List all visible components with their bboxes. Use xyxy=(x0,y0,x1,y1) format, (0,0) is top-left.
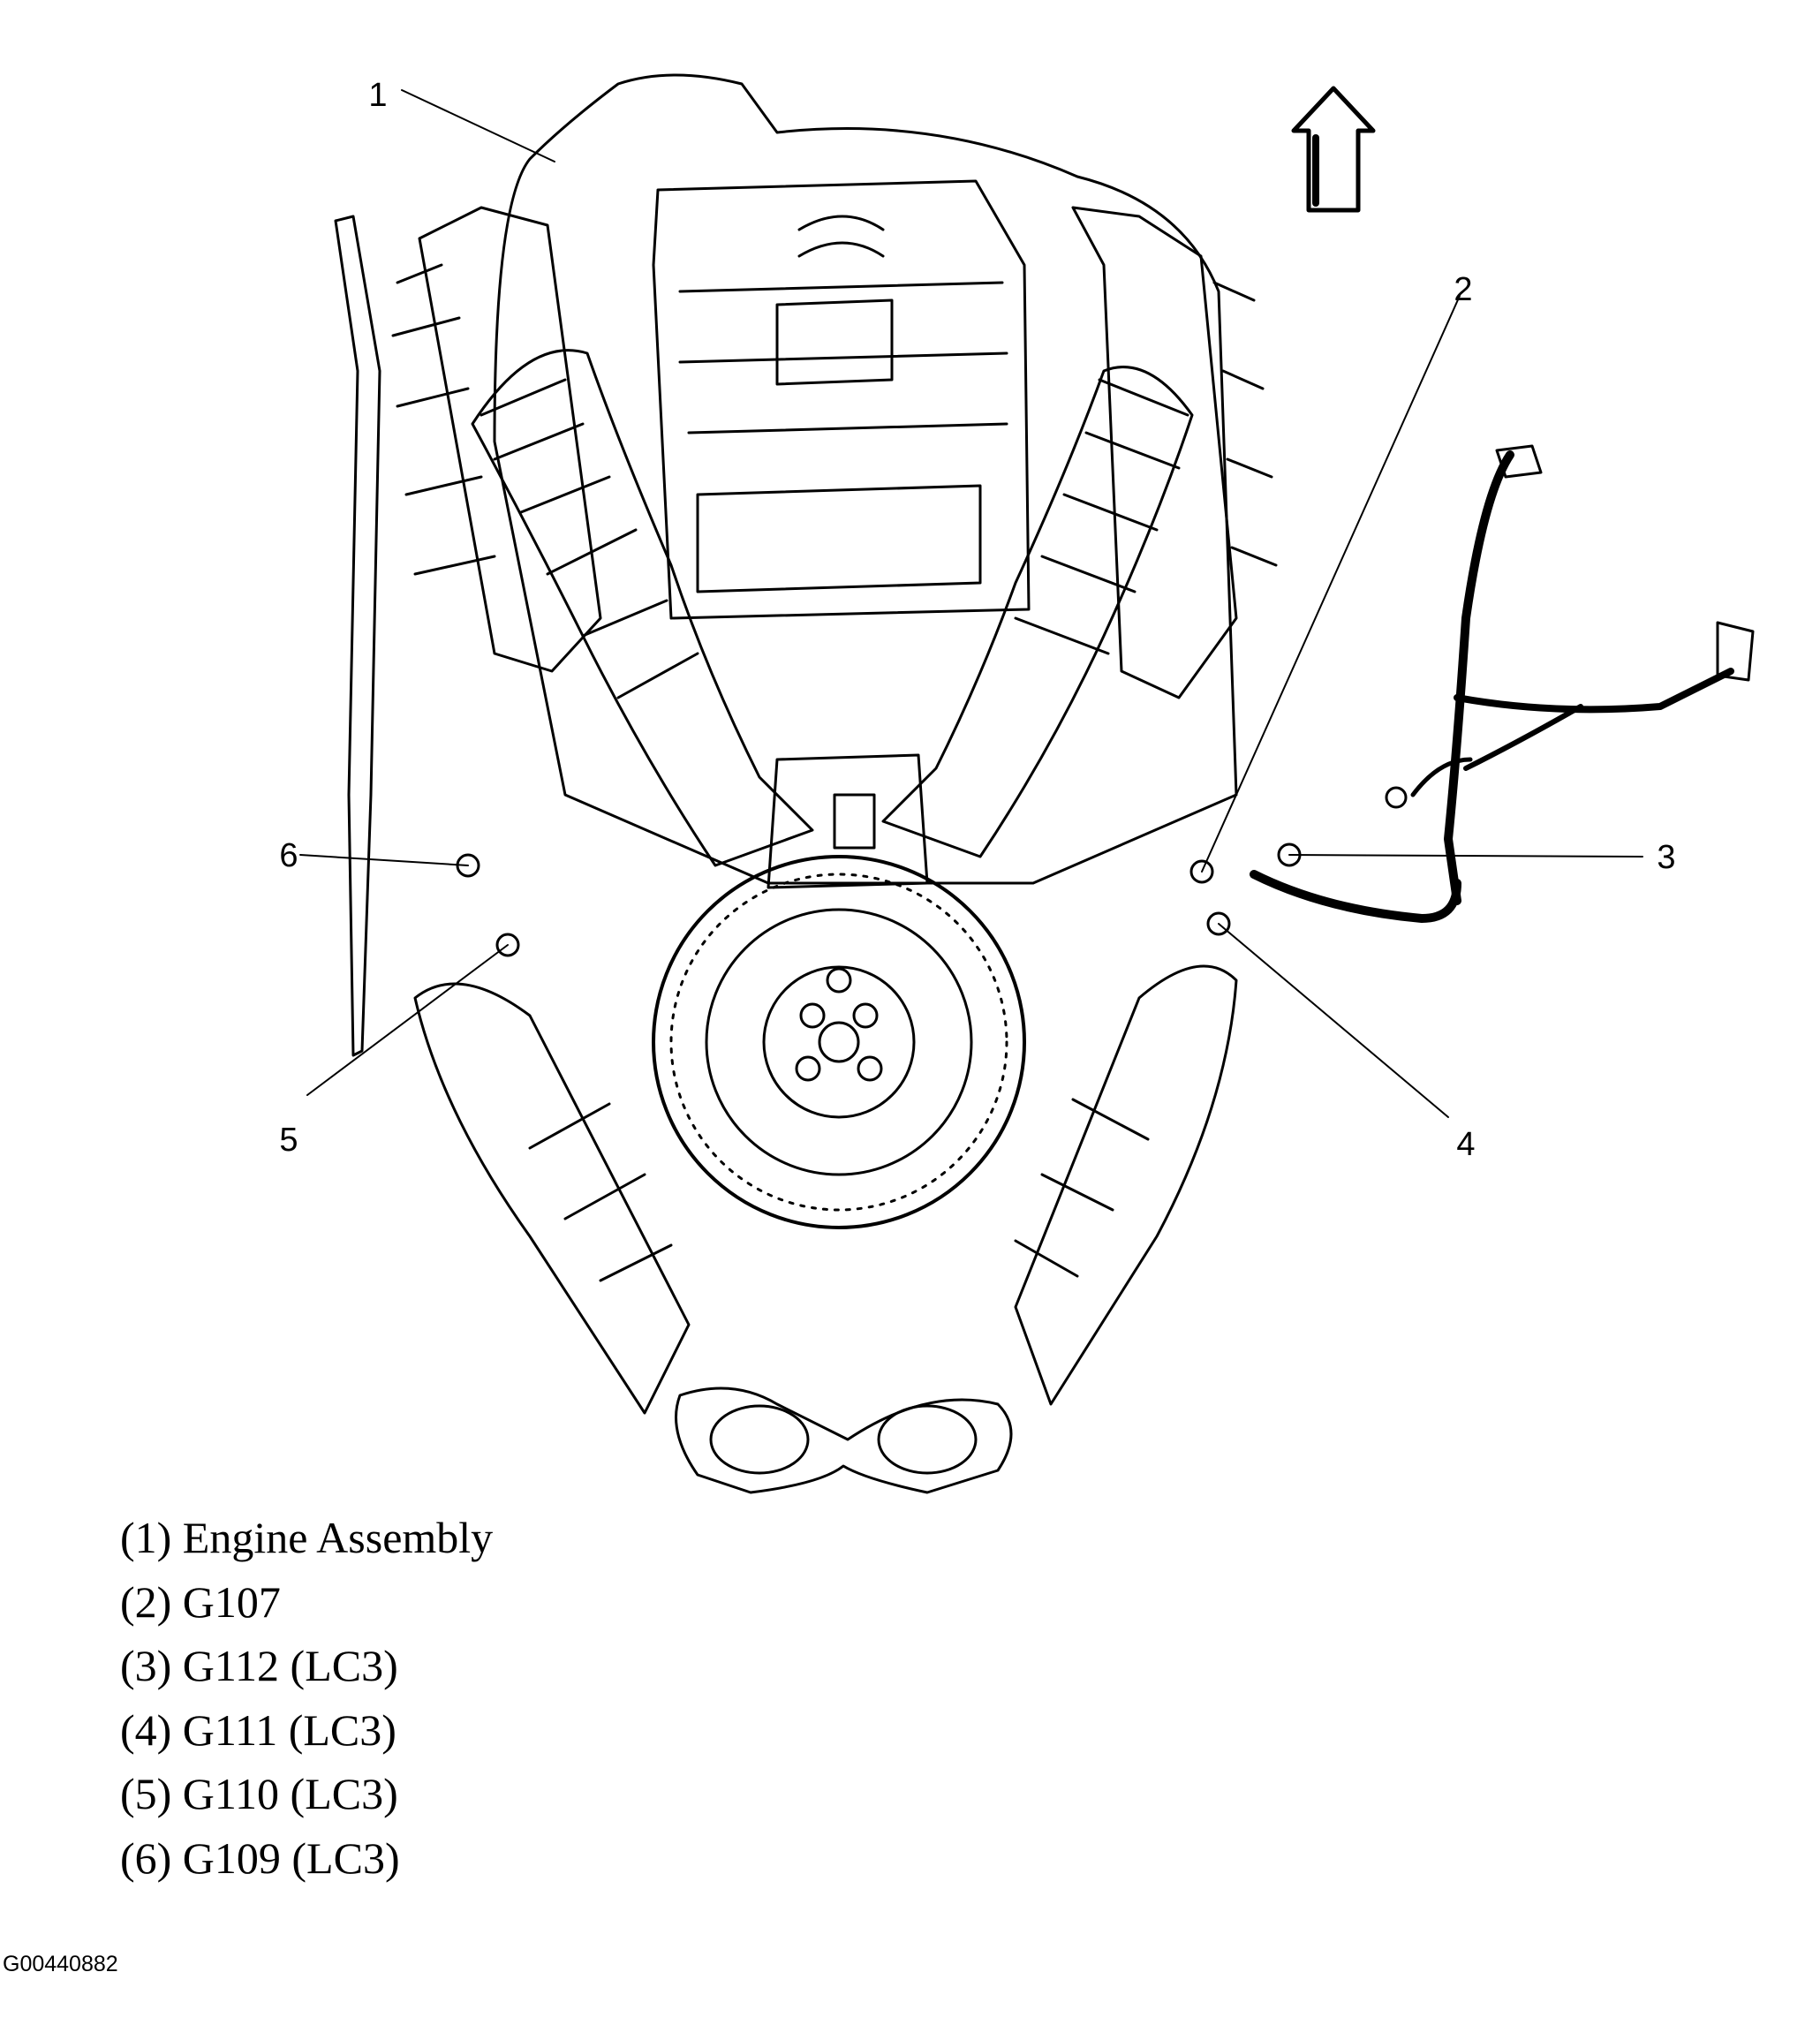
engine-ground-locations-diagram: 1 2 3 4 5 6 xyxy=(279,73,1755,1494)
callout-number-5: 5 xyxy=(279,1122,298,1159)
callout-number-2: 2 xyxy=(1454,271,1472,308)
legend-item: (4) G111 (LC3) xyxy=(120,1704,396,1755)
legend-item: (3) G112 (LC3) xyxy=(120,1641,398,1690)
up-arrow-icon xyxy=(1291,86,1376,213)
legend-item: (6) G109 (LC3) xyxy=(120,1832,400,1883)
component-legend: (1) Engine Assembly (2) G107 (3) G112 (L… xyxy=(120,1506,493,1890)
figure-id: G00440882 xyxy=(3,1952,118,1976)
legend-item: (1) Engine Assembly xyxy=(120,1513,494,1562)
callout-number-1: 1 xyxy=(368,77,387,114)
callout-number-4: 4 xyxy=(1456,1126,1475,1163)
callout-number-6: 6 xyxy=(279,837,298,874)
engine-assembly-drawing xyxy=(334,73,1755,1494)
legend-item: (5) G110 (LC3) xyxy=(120,1769,398,1818)
callout-number-3: 3 xyxy=(1657,839,1675,876)
legend-item: (2) G107 xyxy=(120,1576,281,1627)
